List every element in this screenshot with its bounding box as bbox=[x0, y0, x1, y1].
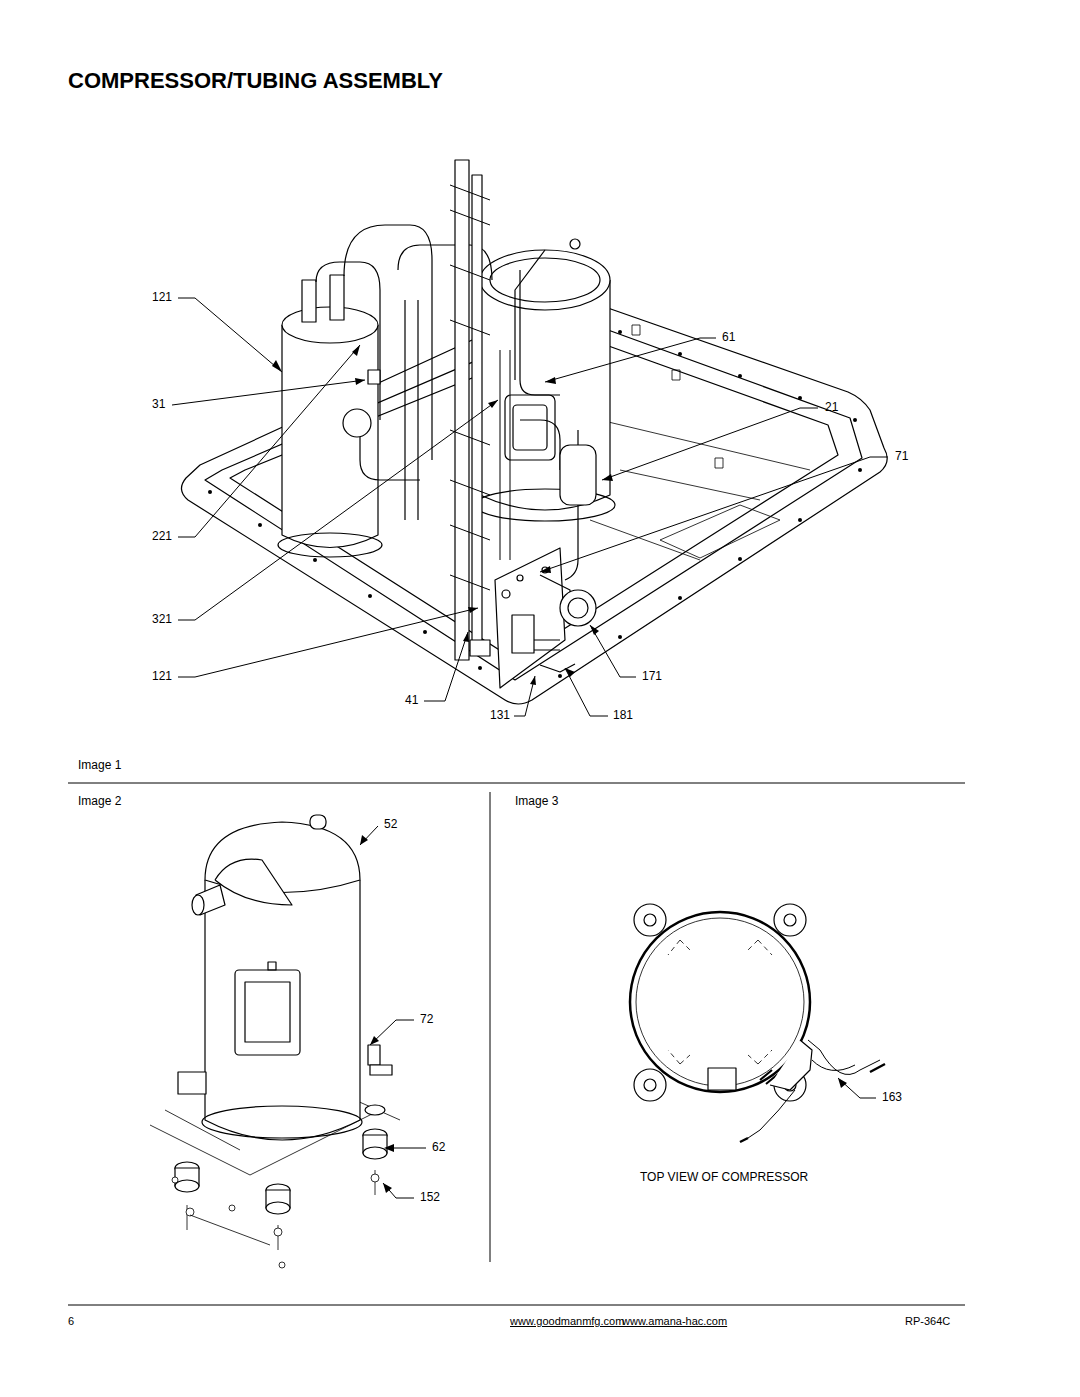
leader-lines bbox=[172, 298, 888, 716]
compressor-top-view bbox=[628, 900, 885, 1142]
accumulator bbox=[278, 275, 382, 557]
divider bbox=[490, 792, 491, 1262]
callout-number: 21 bbox=[825, 401, 838, 415]
view-caption: TOP VIEW OF COMPRESSOR bbox=[640, 1171, 808, 1185]
image-caption: Image 3 bbox=[515, 795, 558, 809]
callout-number: 61 bbox=[722, 331, 735, 345]
callout-number: 321 bbox=[152, 613, 172, 627]
callout-number: 52 bbox=[384, 818, 397, 832]
callout-number: 41 bbox=[405, 694, 418, 708]
filter-drier bbox=[560, 430, 596, 580]
callout-number: 121 bbox=[152, 291, 172, 305]
compressor bbox=[475, 239, 615, 521]
divider bbox=[68, 783, 965, 784]
image-caption: Image 2 bbox=[78, 795, 121, 809]
arrowheads bbox=[272, 345, 613, 685]
image-caption: Image 1 bbox=[78, 759, 121, 773]
callout-number: 171 bbox=[642, 670, 662, 684]
web-link: www.amana-hac.com bbox=[622, 1315, 727, 1328]
document-code: RP-364C bbox=[905, 1315, 950, 1328]
callout-number: 131 bbox=[490, 709, 510, 723]
page-title: COMPRESSOR/TUBING ASSEMBLY bbox=[68, 68, 443, 93]
callout-number: 62 bbox=[432, 1141, 445, 1155]
compressor-side-view bbox=[150, 815, 426, 1268]
divider bbox=[68, 1305, 965, 1306]
callout-number: 72 bbox=[420, 1013, 433, 1027]
valve-bracket bbox=[470, 548, 596, 688]
callout-number: 152 bbox=[420, 1191, 440, 1205]
web-link: www.goodmanmfg.com bbox=[510, 1315, 624, 1328]
callout-number: 181 bbox=[613, 709, 633, 723]
callout-number: 121 bbox=[152, 670, 172, 684]
callout-number: 163 bbox=[882, 1091, 902, 1105]
page-number: 6 bbox=[68, 1315, 74, 1328]
callout-number: 71 bbox=[895, 450, 908, 464]
callout-number: 31 bbox=[152, 398, 165, 412]
callout-number: 221 bbox=[152, 530, 172, 544]
